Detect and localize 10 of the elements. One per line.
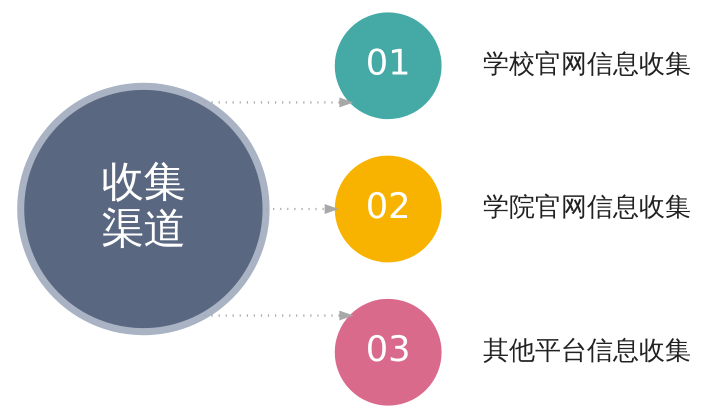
node-circle: 02 [334,156,442,262]
node-label: 其他平台信息收集 [483,336,692,366]
node-label: 学院官网信息收集 [483,192,692,223]
node-label: 学校官网信息收集 [483,49,692,80]
arrow [204,310,354,320]
node-circle: 01 [334,12,442,120]
node-circle: 收集渠道 [17,82,270,336]
arrow [204,98,354,108]
node-circle: 03 [334,298,442,406]
arrow [266,204,339,214]
